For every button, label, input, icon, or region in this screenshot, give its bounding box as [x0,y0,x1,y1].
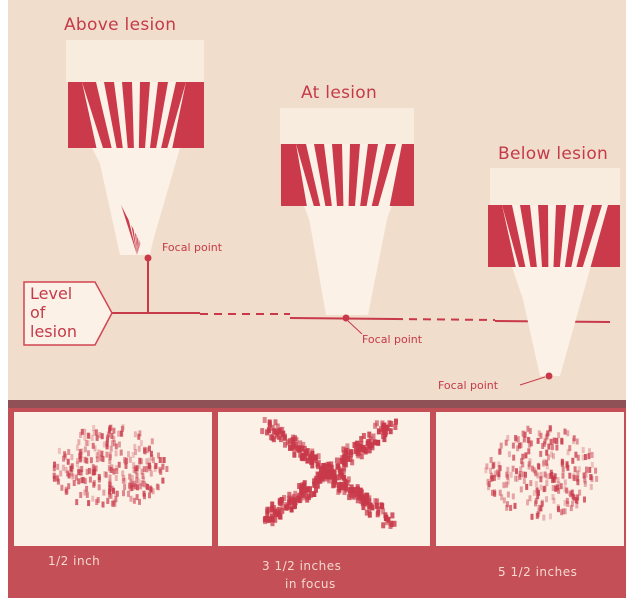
grid-assembly-above [66,40,204,313]
label-focal-point-below: Focal point [438,379,499,392]
label-focal-point-above: Focal point [162,241,223,254]
label-focal-point-at: Focal point [362,333,423,346]
caption-in-focus: in focus [285,577,336,591]
focused-x-image [260,417,398,529]
focal-point-marker-at [342,314,350,322]
caption-half-inch: 1/2 inch [48,554,101,568]
label-below-lesion: Below lesion [498,144,609,164]
xray-beam-below [512,267,590,376]
grid-assembly-below [488,168,620,386]
level-of-lesion-box [23,281,113,346]
focal-point-marker-below [545,372,553,380]
xray-beam-at [304,206,392,318]
label-above-lesion: Above lesion [64,15,177,35]
focal-point-marker-above [144,254,152,262]
lesion-level-line [112,312,611,323]
blurred-image-right [484,425,599,521]
grid-assembly-at [280,108,414,335]
film-cassette-above [66,40,204,82]
panel-divider [8,400,626,408]
film-cassette-at [280,108,414,144]
film-cassette-below [490,168,620,206]
caption-three-half-inches: 3 1/2 inches [262,559,342,573]
xray-beam-above [92,148,180,258]
label-level-of-lesion: Level of lesion [30,284,77,341]
blurred-image-left [52,424,169,508]
label-at-lesion: At lesion [301,83,378,103]
caption-five-half-inches: 5 1/2 inches [498,565,578,579]
left-margin [0,0,8,598]
